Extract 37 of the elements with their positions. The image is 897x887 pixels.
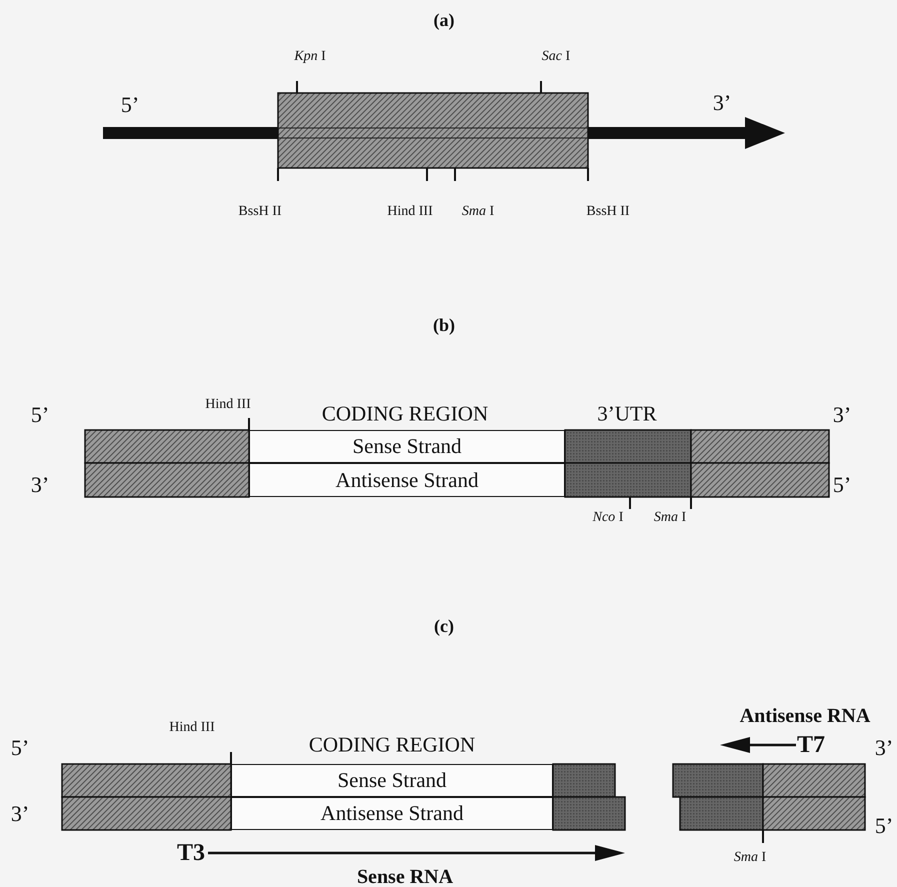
transcript-label: Antisense RNA [740, 706, 870, 726]
site-label: Sma I [462, 205, 494, 219]
panel-label: (c) [434, 617, 454, 635]
site-label: BssH II [238, 205, 282, 219]
site-label: Sma I [654, 511, 686, 525]
end-label: 3’ [10, 803, 30, 825]
end-label: 3’ [832, 404, 852, 426]
end-label: 3’ [712, 92, 732, 114]
arrow [720, 737, 796, 753]
site-label: Hind III [169, 721, 215, 735]
site-label: BssH II [586, 205, 630, 219]
panel-label: (b) [433, 316, 455, 334]
promoter-label: T7 [796, 731, 826, 759]
promoter-label: T3 [174, 839, 208, 867]
region-label: 3’UTR [597, 404, 657, 424]
arrow [208, 845, 625, 861]
site-label: Sma I [734, 851, 766, 865]
site-label: Hind III [205, 398, 251, 412]
end-label: 3’ [30, 474, 50, 496]
strand-box: Antisense Strand [249, 463, 565, 497]
site-label: Kpn I [294, 50, 326, 64]
site-label: Nco I [592, 511, 624, 525]
end-label: 5’ [10, 737, 30, 759]
site-label: Hind III [387, 205, 433, 219]
region-label: CODING REGION [322, 404, 488, 424]
end-label: 5’ [30, 404, 50, 426]
strand-box: Sense Strand [249, 430, 565, 463]
region-label: CODING REGION [308, 734, 476, 756]
end-label: 5’ [832, 474, 852, 496]
end-label: 5’ [120, 94, 140, 116]
panel-label: (a) [434, 11, 454, 29]
end-label: 3’ [874, 737, 894, 759]
strand-box: Antisense Strand [231, 797, 553, 830]
site-label: Sac I [542, 50, 570, 64]
end-label: 5’ [874, 815, 894, 837]
transcript-label: Sense RNA [356, 867, 454, 887]
strand-box: Sense Strand [231, 764, 553, 797]
